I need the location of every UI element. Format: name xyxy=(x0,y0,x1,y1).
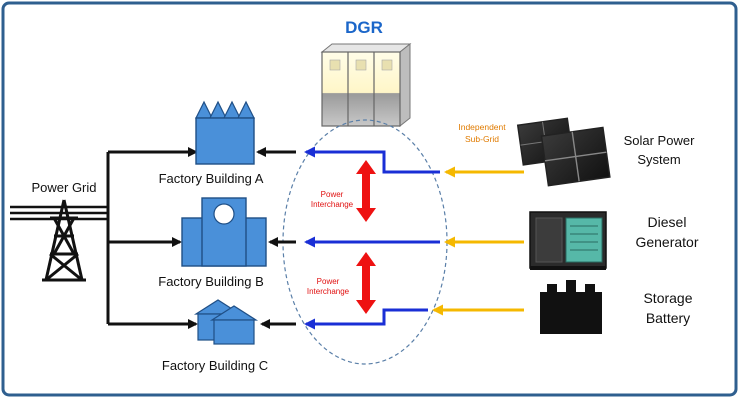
solar-label-line1: Solar Power xyxy=(624,133,695,148)
diesel-label-line1: Diesel xyxy=(648,214,687,230)
factory-building-b-label: Factory Building B xyxy=(158,274,264,289)
power-interchange-top-line2: Interchange xyxy=(311,200,354,209)
power-interchange-bottom-line1: Power xyxy=(317,277,340,286)
factory-building-b-icon xyxy=(181,197,267,267)
factory-building-c-label: Factory Building C xyxy=(162,358,268,373)
storage-label-line1: Storage xyxy=(643,290,692,306)
diesel-generator-icon xyxy=(529,211,607,270)
dgr-title: DGR xyxy=(345,18,383,37)
subgrid-label-line2: Sub-Grid xyxy=(465,134,499,144)
dgr-distribution-lines xyxy=(304,146,440,330)
power-interchange-top-line1: Power xyxy=(321,190,344,199)
grid-feed-lines xyxy=(106,147,198,329)
power-interchange-bottom-line2: Interchange xyxy=(307,287,350,296)
solar-label-line2: System xyxy=(637,152,680,167)
dgr-to-building-arrows xyxy=(256,147,296,329)
factory-building-c-icon xyxy=(193,299,259,345)
source-feed-arrows xyxy=(432,166,524,316)
diesel-label-line2: Generator xyxy=(635,234,698,250)
storage-battery-icon xyxy=(540,280,602,334)
power-interchange-arrow-bottom xyxy=(356,252,376,314)
factory-building-a-label: Factory Building A xyxy=(159,171,264,186)
transmission-tower-icon xyxy=(42,199,86,282)
storage-label-line2: Battery xyxy=(646,310,690,326)
solar-panel-icon xyxy=(516,117,611,187)
subgrid-label-line1: Independent xyxy=(458,122,506,132)
power-grid-label: Power Grid xyxy=(31,180,96,195)
power-interchange-arrow-top xyxy=(356,160,376,222)
factory-building-a-icon xyxy=(195,100,255,165)
dgr-cabinet-icon xyxy=(320,42,412,128)
